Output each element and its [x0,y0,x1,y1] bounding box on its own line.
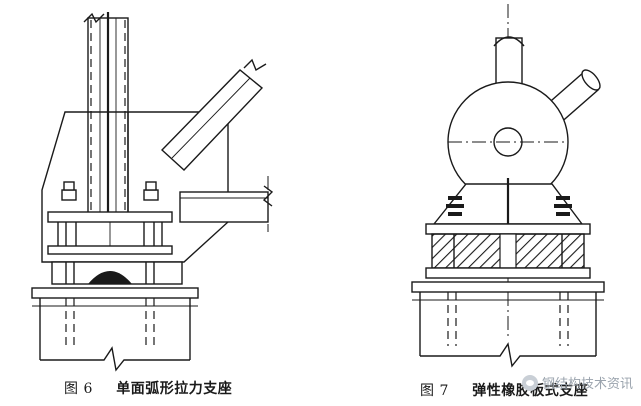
fig7-ball-node [447,81,569,203]
fig7-cone-plate [432,178,584,225]
fig7-support-pier [411,281,605,368]
fig7-rubber-pad [425,223,591,279]
fig6-column [83,12,129,217]
fig6-arc-bearing [51,261,183,285]
fig6-base-plate [47,211,173,255]
watermark-text: 钢结构技术资讯 [541,377,633,392]
fig7-spring-bolts [446,196,572,216]
figure-6-title: 单面弧形拉力支座 [116,381,233,397]
fig6-horizontal-beam [179,176,274,232]
watermark: 钢结构技术资讯 [521,373,633,392]
figure-6-caption: 图 6 单面弧形拉力支座 [64,378,232,398]
figure-6-number: 图 6 [64,381,93,397]
wechat-icon [521,374,538,391]
fig6-anchor-bolts [61,181,159,201]
fig6-support-pier [31,287,199,372]
figure-7-drawing [411,4,605,368]
figure-6-drawing [31,12,274,372]
figure-7-title: 弹性橡胶板式支座 [472,383,589,399]
fig6-diagonal-brace [160,58,267,171]
figure-7-number: 图 7 [420,383,449,399]
figure-7-caption: 图 7 弹性橡胶板式支座 [420,380,588,400]
